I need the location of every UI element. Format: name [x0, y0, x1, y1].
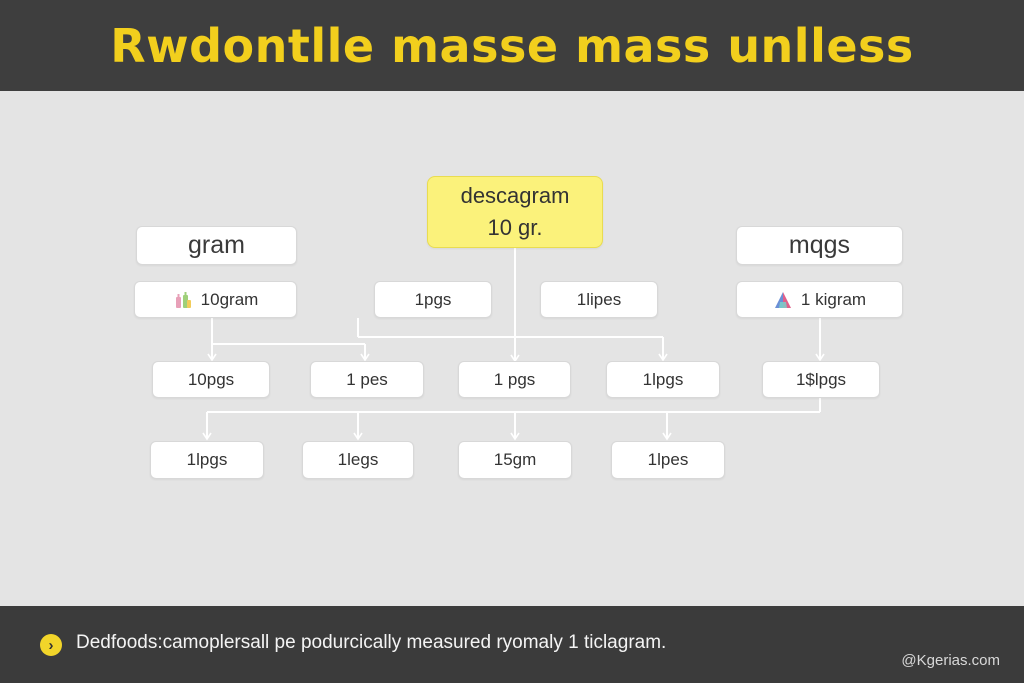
root-node-title: descagram — [460, 183, 570, 208]
row2-node-3: 1 pgs — [458, 361, 571, 398]
left-item-label: 10gram — [200, 289, 259, 309]
pyramid-icon — [773, 290, 793, 310]
left-title-node: gram — [136, 226, 297, 265]
left-item-node: 10gram — [134, 281, 297, 318]
diagram-canvas: descagram 10 gr. gram 10gram mqgs 1 kigr… — [0, 91, 1024, 606]
right-title-node: mqgs — [736, 226, 903, 265]
row2-node-5: 1$lpgs — [762, 361, 880, 398]
row1-node-2: 1lipes — [540, 281, 658, 318]
root-node: descagram 10 gr. — [427, 176, 603, 248]
row1-node-1: 1pgs — [374, 281, 492, 318]
row3-node-3: 15gm — [458, 441, 572, 479]
header-bar: Rwdontlle masse mass unlless — [0, 0, 1024, 91]
footer-credit: @Kgerias.com — [901, 652, 1000, 669]
root-node-value: 10 gr. — [487, 215, 543, 240]
footer-caption: Dedfoods:camoplersall pe podurcically me… — [76, 632, 667, 653]
chevron-right-icon: › — [40, 634, 62, 656]
row2-node-1: 10pgs — [152, 361, 270, 398]
right-item-node: 1 kigram — [736, 281, 903, 318]
row2-node-4: 1lpgs — [606, 361, 720, 398]
row3-node-1: 1lpgs — [150, 441, 264, 479]
bottles-icon — [173, 290, 193, 310]
footer-bar: › Dedfoods:camoplersall pe podurcically … — [0, 606, 1024, 683]
connector-lines — [202, 248, 825, 441]
row2-node-2: 1 pes — [310, 361, 424, 398]
page-title: Rwdontlle masse mass unlless — [110, 18, 914, 73]
right-item-label: 1 kigram — [800, 289, 867, 309]
row3-node-4: 1lpes — [611, 441, 725, 479]
row3-node-2: 1legs — [302, 441, 414, 479]
